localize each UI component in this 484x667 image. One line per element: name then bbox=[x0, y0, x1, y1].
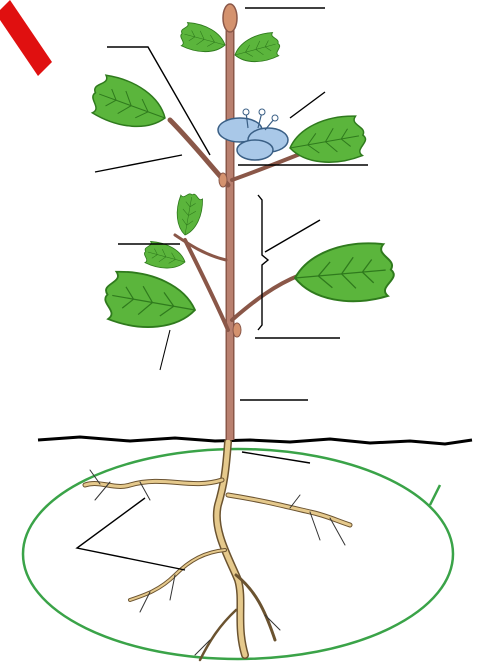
petiole bbox=[160, 330, 170, 370]
terminal-bud bbox=[223, 4, 237, 32]
label-line-internode bbox=[265, 220, 320, 252]
label-line-root-system bbox=[430, 485, 440, 505]
label-line-branch bbox=[95, 155, 182, 172]
label-line-lateral-root bbox=[77, 498, 185, 570]
leaf-lower-right bbox=[293, 241, 396, 307]
roots bbox=[85, 442, 350, 660]
red-arrow-icon bbox=[0, 0, 52, 76]
leaf-upper-left bbox=[86, 71, 172, 138]
leaf-top-right bbox=[232, 30, 283, 67]
label-line-flower bbox=[290, 92, 325, 118]
leaf-top-left bbox=[178, 20, 229, 57]
leaf-upper-right bbox=[286, 113, 368, 169]
internode-bracket bbox=[258, 195, 268, 330]
leaf-small-mid bbox=[173, 192, 204, 237]
soil-surface-line bbox=[38, 437, 472, 444]
leaf-lower-left bbox=[101, 268, 200, 336]
